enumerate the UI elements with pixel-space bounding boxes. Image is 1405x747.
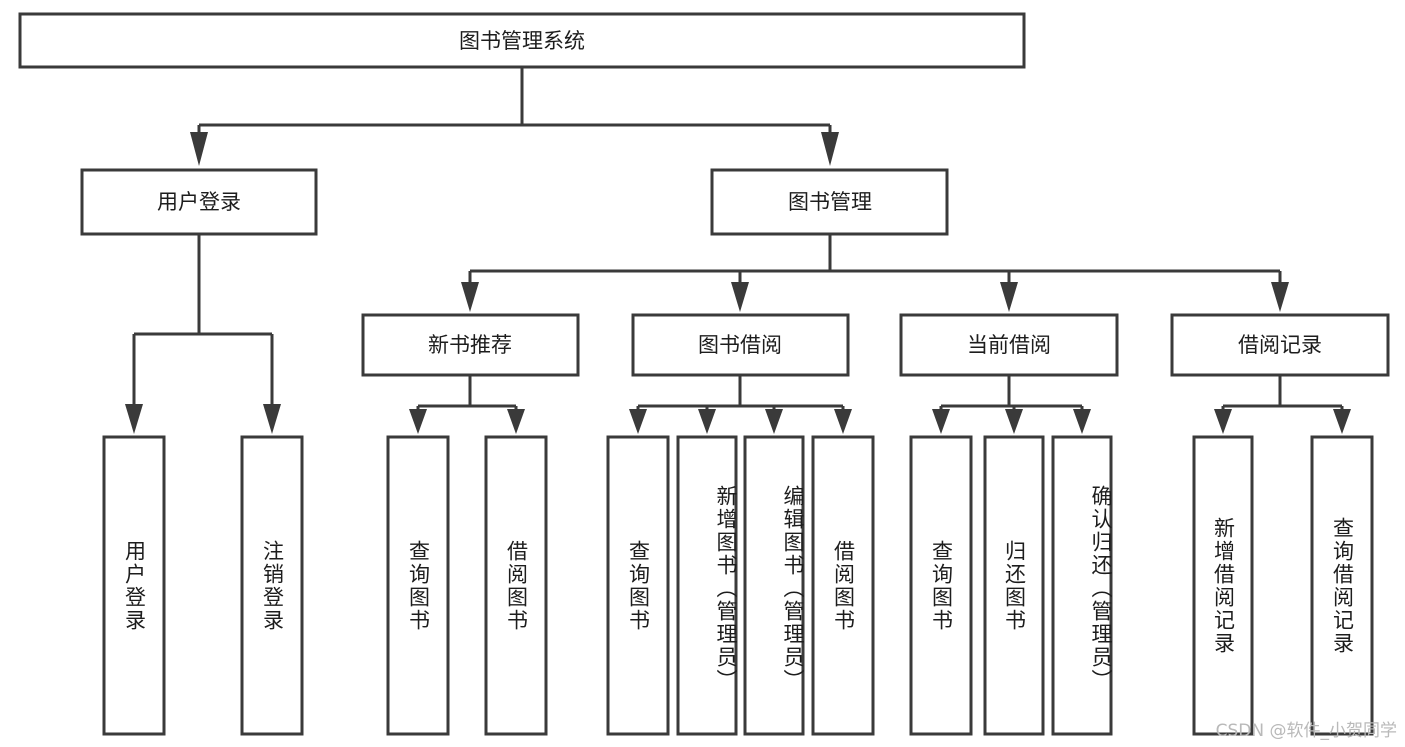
connector-group-book-borrow: [629, 375, 852, 434]
node-user-login-label: 用户登录: [157, 190, 241, 214]
leaf-box-logout[interactable]: [240, 435, 304, 736]
arrow-head-leaf-confirm-return: [1073, 409, 1091, 434]
node-book-borrow-box[interactable]: [631, 313, 850, 377]
arrow-head-leaf-user-login: [125, 404, 143, 434]
arrow-head-leaf-borrow-book: [834, 409, 852, 434]
node-root[interactable]: 图书管理系统: [18, 12, 1026, 69]
csdn-watermark: CSDN @软件_小贺同学: [1215, 721, 1397, 741]
node-user-login-box[interactable]: [80, 168, 318, 236]
connector-group-current-borrow: [932, 375, 1091, 434]
node-new-book-recommend-box[interactable]: [361, 313, 580, 377]
arrow-head-leaf-add-borrow-record: [1214, 409, 1232, 434]
leaf-boxes-group: [102, 435, 1374, 736]
leaf-box-borrow-book-recommend[interactable]: [484, 435, 548, 736]
leaf-box-query-book-borrow[interactable]: [606, 435, 670, 736]
connector-group-borrow-record: [1214, 375, 1351, 434]
node-book-management-label: 图书管理: [788, 190, 872, 214]
node-root-box[interactable]: [18, 12, 1026, 69]
arrow-head-leaf-query-book-current: [932, 409, 950, 434]
connector-group-root: [190, 67, 839, 166]
connector-group-new-book-recommend: [409, 375, 525, 434]
leaf-box-add-borrow-record[interactable]: [1192, 435, 1254, 736]
connector-group-user-login: [125, 234, 281, 434]
arrow-head-book-borrow: [731, 282, 749, 312]
node-new-book-recommend[interactable]: 新书推荐: [361, 313, 580, 377]
leaf-box-edit-book[interactable]: [743, 435, 805, 736]
node-borrow-record-label: 借阅记录: [1238, 333, 1322, 357]
arrow-head-new-book-recommend: [461, 282, 479, 312]
arrow-head-leaf-return-book: [1005, 409, 1023, 434]
node-current-borrow[interactable]: 当前借阅: [899, 313, 1119, 377]
leaf-box-borrow-book[interactable]: [811, 435, 875, 736]
arrow-head-leaf-edit-book: [765, 409, 783, 434]
leaf-box-user-login[interactable]: [102, 435, 166, 736]
arrow-head-user-login: [190, 132, 208, 166]
node-root-label: 图书管理系统: [459, 29, 585, 53]
node-user-login[interactable]: 用户登录: [80, 168, 318, 236]
arrow-head-leaf-borrow-book-recommend: [507, 409, 525, 434]
leaf-box-return-book[interactable]: [983, 435, 1045, 736]
arrow-head-book-management: [821, 132, 839, 166]
node-book-borrow[interactable]: 图书借阅: [631, 313, 850, 377]
leaf-box-add-book[interactable]: [676, 435, 738, 736]
leaf-box-query-book-recommend[interactable]: [386, 435, 450, 736]
arrow-head-leaf-query-book-recommend: [409, 409, 427, 434]
node-book-management[interactable]: 图书管理: [710, 168, 949, 236]
arrow-head-leaf-query-borrow-record: [1333, 409, 1351, 434]
leaf-box-query-borrow-record[interactable]: [1310, 435, 1374, 736]
arrow-head-leaf-query-book-borrow: [629, 409, 647, 434]
node-current-borrow-box[interactable]: [899, 313, 1119, 377]
node-book-management-box[interactable]: [710, 168, 949, 236]
arrow-head-borrow-record: [1271, 282, 1289, 312]
leaf-box-query-book-current[interactable]: [909, 435, 973, 736]
node-current-borrow-label: 当前借阅: [967, 333, 1051, 357]
node-borrow-record[interactable]: 借阅记录: [1170, 313, 1390, 377]
arrow-head-leaf-logout: [263, 404, 281, 434]
connector-group-book-management: [461, 234, 1289, 312]
arrow-head-leaf-add-book: [698, 409, 716, 434]
leaf-box-confirm-return[interactable]: [1051, 435, 1113, 736]
node-new-book-recommend-label: 新书推荐: [428, 333, 512, 357]
node-borrow-record-box[interactable]: [1170, 313, 1390, 377]
node-book-borrow-label: 图书借阅: [698, 333, 782, 357]
arrow-head-current-borrow: [1000, 282, 1018, 312]
